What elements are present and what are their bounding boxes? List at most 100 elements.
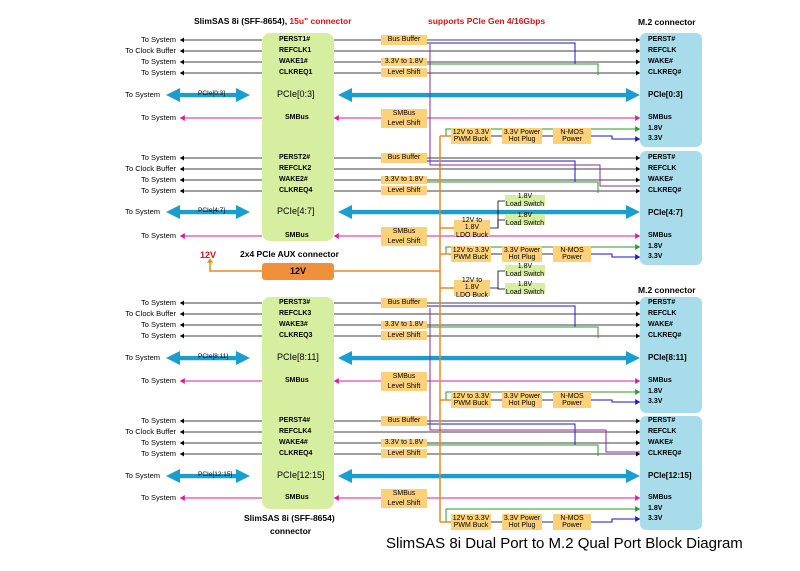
left-label-3-2: To System [140, 320, 176, 329]
level-33-18-3: 3.3V to 1.8V [381, 321, 427, 329]
smbus-left-arrow [180, 378, 185, 384]
right-signal-arrow [636, 37, 640, 43]
left-label-3-3: To System [140, 331, 176, 340]
1v8-feed-wire [445, 508, 640, 522]
left-signal-arrow [180, 155, 184, 161]
bus-buffer-2: Bus Buffer [381, 153, 427, 163]
slimsas-pin-4-0: PERST4# [279, 417, 311, 424]
smbus-right-arrow-r [635, 378, 640, 384]
smbus-right-arrow-r [635, 115, 640, 121]
m2-pin-3-2: WAKE# [648, 321, 673, 328]
pcie-to-system-1: To System [124, 90, 160, 99]
left-signal-arrow [180, 37, 184, 43]
bottom-connector-label: connector [270, 526, 312, 536]
smbus-level-shift-4: Level Shift [381, 499, 427, 508]
hot-plug-4: 3.3V Power Hot Plug [502, 514, 542, 530]
m2-pcie-label-1: PCIe[0:3] [648, 90, 683, 99]
m2-3v3-1: 3.3V [648, 135, 663, 142]
level-feed-wire [427, 326, 599, 338]
load-switch-a-2: 1.8V Load Switch [505, 263, 545, 278]
slimsas-header-text: SlimSAS 8i (SFF-8654), [194, 16, 290, 26]
slimsas-pin-1-3: CLKREQ1 [279, 69, 313, 76]
right-signal-arrow [636, 322, 640, 328]
ldo-buck-1: 12V to 1.8V LDO Buck [454, 217, 490, 239]
1v8-arrow [635, 506, 640, 512]
12v-aux-box: 12V [262, 263, 334, 280]
left-label-2-2: To System [140, 175, 176, 184]
left-signal-arrow [180, 451, 184, 457]
m2-pin-2-2: WAKE# [648, 176, 673, 183]
left-signal-arrow [180, 70, 184, 76]
smbus-right-arrow-l [334, 115, 339, 121]
pcie-left-label-4: PCIe[12:15] [198, 471, 233, 478]
right-signal-arrow [636, 70, 640, 76]
slimsas-pin-4-2: WAKE4# [279, 439, 308, 446]
left-signal-arrow [180, 418, 184, 424]
m2-header-bottom: M.2 connector [638, 285, 696, 295]
m2-connector-2 [640, 151, 702, 265]
left-label-2-1: To Clock Buffer [125, 164, 176, 173]
m2-pin-4-2: WAKE# [648, 439, 673, 446]
left-signal-arrow [180, 333, 184, 339]
slimsas-pin-3-1: REFCLK3 [279, 310, 312, 317]
m2-pin-1-3: CLKREQ# [648, 69, 682, 76]
pwm-buck-3: 12V to 3.3V PWM Buck [451, 392, 491, 408]
smbus-level-shift-1: Level Shift [381, 119, 427, 128]
3v3-arrow [635, 136, 640, 142]
m2-3v3-3: 3.3V [648, 398, 663, 405]
m2-pin-4-3: CLKREQ# [648, 450, 682, 457]
m2-pcie-label-4: PCIe[12:15] [648, 471, 692, 480]
pcie-to-system-2: To System [124, 207, 160, 216]
slimsas-smbus-2: SMBus [285, 232, 309, 239]
m2-1v8-4: 1.8V [648, 505, 663, 512]
left-signal-arrow [180, 177, 184, 183]
pcie-slimsas-label-1: PCIe[0:3] [277, 89, 315, 99]
left-signal-arrow [180, 300, 184, 306]
purple-route [429, 308, 640, 453]
m2-1v8-2: 1.8V [648, 243, 663, 250]
smbus-left-arrow [180, 115, 185, 121]
slimsas-pin-3-3: CLKREQ3 [279, 332, 313, 339]
pcie-slimsas-label-3: PCIe[8:11] [277, 352, 319, 362]
bus-buffer-1: Bus Buffer [381, 35, 427, 45]
left-label-4-3: To System [140, 449, 176, 458]
buffer-feed-wire [427, 160, 576, 182]
ldo-wire [497, 219, 505, 228]
left-label-3-0: To System [140, 298, 176, 307]
m2-pin-2-0: PERST# [648, 154, 676, 161]
smbus-right-arrow-l [334, 378, 339, 384]
smbus-right-arrow-l [334, 233, 339, 239]
smbus-right-arrow-r [635, 233, 640, 239]
slimsas-connector-top [262, 33, 334, 241]
slimsas-pin-2-0: PERST2# [279, 154, 311, 161]
m2-pin-2-1: REFCLK [648, 165, 677, 172]
left-label-1-3: To System [140, 68, 176, 77]
left-label-1-0: To System [140, 35, 176, 44]
left-signal-arrow [180, 440, 184, 446]
level-33-18-2: 3.3V to 1.8V [381, 176, 427, 184]
m2-pin-1-0: PERST# [648, 36, 676, 43]
right-signal-arrow [636, 48, 640, 54]
left-signal-arrow [180, 48, 184, 54]
slimsas-pin-1-2: WAKE1# [279, 58, 308, 65]
smbus-level-shift-3: Level Shift [381, 382, 427, 391]
left-signal-arrow [180, 322, 184, 328]
pcie-left-label-3: PCIe[8:11] [198, 353, 229, 360]
nmos-power-2: N-MOS Power [553, 246, 591, 262]
level-33-18-4: 3.3V to 1.8V [381, 439, 427, 447]
level-shift-1: Level Shift [381, 68, 427, 77]
right-signal-arrow [636, 166, 640, 172]
3v3-feed-wire [591, 135, 640, 140]
level-feed-wire [427, 63, 599, 75]
right-signal-arrow [636, 300, 640, 306]
level-feed-wire [427, 444, 599, 456]
slimsas-pin-2-3: CLKREQ4 [279, 187, 313, 194]
smbus-box-3: SMBus [381, 372, 427, 382]
left-label-4-1: To Clock Buffer [125, 427, 176, 436]
pcie-left-arrow-2 [166, 205, 250, 219]
ldo-wire [490, 200, 505, 229]
m2-pin-2-3: CLKREQ# [648, 187, 682, 194]
slimsas-header-size: 15u" connector [289, 16, 352, 26]
nmos-power-3: N-MOS Power [553, 392, 591, 408]
load-switch-a-1: 1.8V Load Switch [505, 193, 545, 208]
